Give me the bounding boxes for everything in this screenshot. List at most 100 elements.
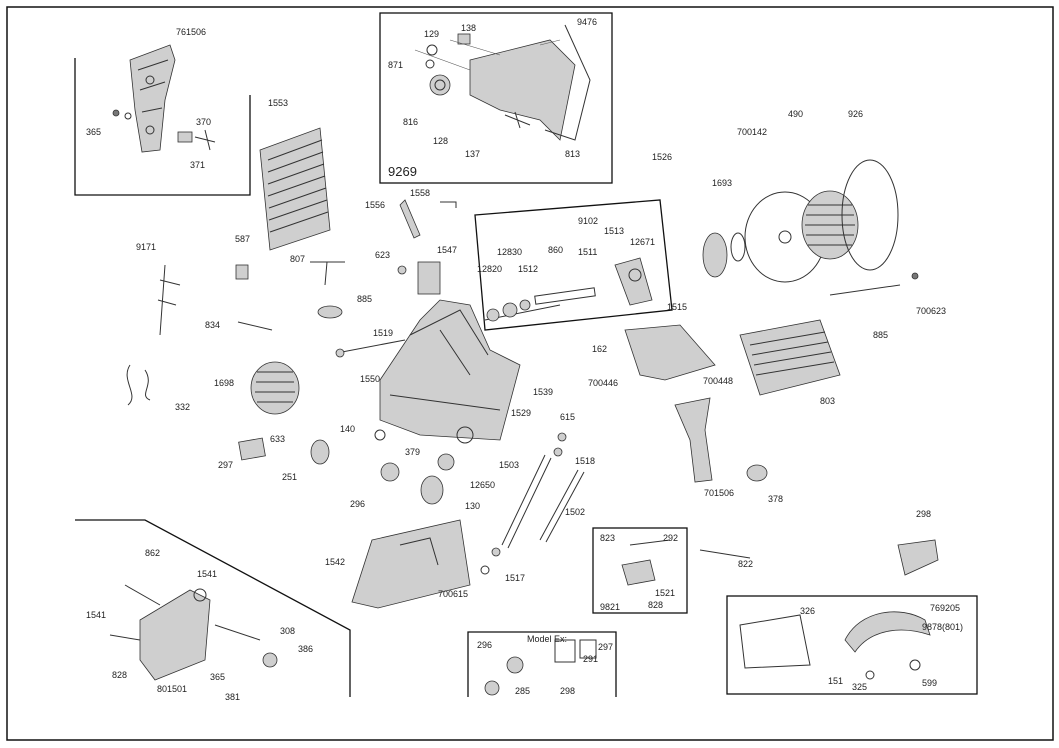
label-370: 370 xyxy=(196,117,211,127)
label-365b: 365 xyxy=(210,672,225,682)
inset-top-left: 761506 365 370 371 xyxy=(74,27,251,196)
label-871: 871 xyxy=(388,60,403,70)
inset-9269: 129 138 9476 871 816 128 137 813 9269 xyxy=(379,12,613,184)
label-model-ex: Model Ex: xyxy=(527,634,567,644)
label-292: 292 xyxy=(663,533,678,543)
label-1550: 1550 xyxy=(360,374,380,384)
label-162: 162 xyxy=(592,344,607,354)
label-700623: 700623 xyxy=(916,306,946,316)
label-587: 587 xyxy=(235,234,250,244)
label-297: 297 xyxy=(218,460,233,470)
label-1502: 1502 xyxy=(565,507,585,517)
label-12820: 12820 xyxy=(477,264,502,274)
label-769205: 769205 xyxy=(930,603,960,613)
label-325: 325 xyxy=(852,682,867,692)
label-332: 332 xyxy=(175,402,190,412)
label-285: 285 xyxy=(515,686,530,696)
label-700615: 700615 xyxy=(438,589,468,599)
main-body: 1550 1539 1529 140 xyxy=(340,299,553,444)
label-12830: 12830 xyxy=(497,247,522,257)
label-1519: 1519 xyxy=(373,328,393,338)
label-137: 137 xyxy=(465,149,480,159)
label-1553: 1553 xyxy=(268,98,288,108)
label-365: 365 xyxy=(86,127,101,137)
label-700448: 700448 xyxy=(703,376,733,386)
label-138: 138 xyxy=(461,23,476,33)
label-1539: 1539 xyxy=(533,387,553,397)
inset-9102: 9102 1513 12830 860 1511 12671 12820 151… xyxy=(474,199,687,331)
label-822: 822 xyxy=(738,559,753,569)
label-828b: 828 xyxy=(112,670,127,680)
label-1526: 1526 xyxy=(652,152,672,162)
label-128: 128 xyxy=(433,136,448,146)
label-308: 308 xyxy=(280,626,295,636)
label-326: 326 xyxy=(800,606,815,616)
label-807: 807 xyxy=(290,254,305,264)
label-1547: 1547 xyxy=(437,245,457,255)
label-803: 803 xyxy=(820,396,835,406)
label-615: 615 xyxy=(560,412,575,422)
inset-bottom-center: Model Ex: 296 297 291 285 298 xyxy=(467,631,617,697)
label-9102: 9102 xyxy=(578,216,598,226)
label-386: 386 xyxy=(298,644,313,654)
center-lower-parts: 633 297 251 379 296 12650 130 615 1518 1… xyxy=(218,412,939,609)
label-296b: 296 xyxy=(477,640,492,650)
label-700142: 700142 xyxy=(737,127,767,137)
label-378: 378 xyxy=(768,494,783,504)
label-700446: 700446 xyxy=(588,378,618,388)
label-599: 599 xyxy=(922,678,937,688)
label-761506: 761506 xyxy=(176,27,206,37)
label-828a: 828 xyxy=(648,600,663,610)
label-1529: 1529 xyxy=(511,408,531,418)
label-813: 813 xyxy=(565,149,580,159)
label-140: 140 xyxy=(340,424,355,434)
wheels-group: 1526 700142 490 926 1693 700623 885 xyxy=(652,109,946,340)
label-296: 296 xyxy=(350,499,365,509)
label-885a: 885 xyxy=(357,294,372,304)
label-1541b: 1541 xyxy=(86,610,106,620)
label-834: 834 xyxy=(205,320,220,330)
label-926: 926 xyxy=(848,109,863,119)
label-862: 862 xyxy=(145,548,160,558)
label-291: 291 xyxy=(583,654,598,664)
label-130: 130 xyxy=(465,501,480,511)
label-381: 381 xyxy=(225,692,240,702)
label-623: 623 xyxy=(375,250,390,260)
label-1521: 1521 xyxy=(655,588,675,598)
label-1517: 1517 xyxy=(505,573,525,583)
label-9878: 9878(801) xyxy=(922,622,963,632)
inset-823: 823 292 1521 9821 828 822 xyxy=(592,527,753,614)
label-801501: 801501 xyxy=(157,684,187,694)
right-center-parts: 162 700446 700448 803 701506 378 xyxy=(588,319,841,504)
label-1556: 1556 xyxy=(365,200,385,210)
label-371: 371 xyxy=(190,160,205,170)
inset-bottom-right: 326 769205 9878(801) 151 325 599 xyxy=(726,595,978,695)
label-9171: 9171 xyxy=(136,242,156,252)
label-379: 379 xyxy=(405,447,420,457)
label-885b: 885 xyxy=(873,330,888,340)
label-701506: 701506 xyxy=(704,488,734,498)
label-297b: 297 xyxy=(598,642,613,652)
label-1518: 1518 xyxy=(575,456,595,466)
left-parts: 1553 1558 1556 587 9171 807 623 1547 885… xyxy=(126,98,457,415)
label-1513: 1513 xyxy=(604,226,624,236)
label-860: 860 xyxy=(548,245,563,255)
label-298: 298 xyxy=(916,509,931,519)
label-1542: 1542 xyxy=(325,557,345,567)
label-12671: 12671 xyxy=(630,237,655,247)
label-9476: 9476 xyxy=(577,17,597,27)
label-490: 490 xyxy=(788,109,803,119)
label-1558: 1558 xyxy=(410,188,430,198)
label-298b: 298 xyxy=(560,686,575,696)
label-1515: 1515 xyxy=(667,302,687,312)
label-633: 633 xyxy=(270,434,285,444)
label-1512: 1512 xyxy=(518,264,538,274)
label-12650: 12650 xyxy=(470,480,495,490)
label-1698: 1698 xyxy=(214,378,234,388)
inset-bottom-left: 862 1541 1541 308 386 828 801501 365 381 xyxy=(75,519,351,702)
label-9821: 9821 xyxy=(600,602,620,612)
label-1511: 1511 xyxy=(578,247,597,257)
inset-id-9269: 9269 xyxy=(388,164,417,179)
label-251: 251 xyxy=(282,472,297,482)
